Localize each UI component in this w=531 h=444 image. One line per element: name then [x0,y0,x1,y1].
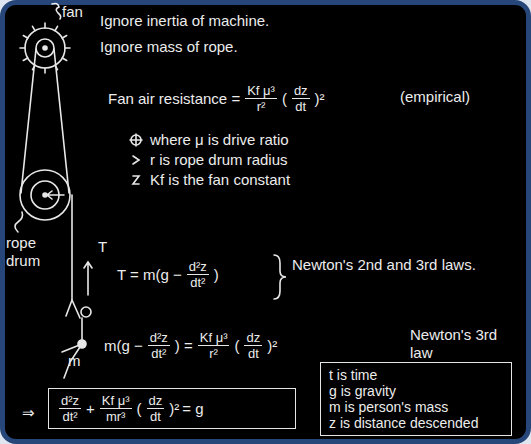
equation-term: dz [244,330,262,346]
fraction: Kf μ³r² [245,83,277,114]
equation-term: Kf μ³ [245,83,277,99]
fraction: d²zdt² [187,259,209,290]
equation-term: d²z [187,259,209,275]
fraction: Kf μ³r² [198,330,230,361]
fraction: d²zdt² [148,330,170,361]
definition: t is time [329,367,503,383]
equation-term: dt [148,409,163,424]
equation-term: ) [214,266,219,284]
equation-term: dt² [60,409,79,424]
equation-term: T = m(g − [117,266,182,284]
fraction: d²zdt² [59,393,81,424]
equation-term: )² [169,400,179,418]
equation-term: + [86,400,95,418]
equation-term: dz [292,83,310,99]
note: Newton's 3rd law [410,326,505,362]
equation-term: dt [293,99,308,114]
part-name: rope drum [6,234,46,270]
part-name: fan [62,3,83,21]
equation-term: Kf μ³ [198,330,230,346]
fraction: Kf μ³mr³ [100,393,132,424]
fraction: dzdt [244,330,262,361]
equation-row: m(g −d²zdt²) =Kf μ³r²(dzdt)² [104,330,277,361]
equation-term: Kf μ³ [100,393,132,409]
definition: where μ is drive ratio [150,131,289,149]
equation-term: r² [207,346,220,361]
definition: r is rope drum radius [150,151,288,169]
force-label: T [98,238,107,256]
definition: m is person's mass [329,399,503,415]
mass-label: m [68,352,81,370]
equation-term: d²z [59,393,81,409]
note: Ignore inertia of machine. [100,12,269,30]
equation-term: ( [282,90,287,108]
equation-term: ) = [175,337,193,355]
equation-row: T = m(g − d²zdt²) [117,259,219,290]
equation-row: Fan air resistance = Kf μ³r² ( dzdt )² [108,83,325,114]
equation-term: d²z [148,330,170,346]
definition: z is distance descended [329,415,503,431]
equation-term: )² [267,337,277,355]
equation-term: ( [234,337,239,355]
fraction: dzdt [147,393,165,424]
equation-term: dt² [149,346,168,361]
definition: g is gravity [329,383,503,399]
definition: Kf is the fan constant [150,171,290,189]
definitions-box: t is timeg is gravitym is person's massz… [320,362,512,436]
equation-term: m(g − [104,337,143,355]
equation-term: mr³ [104,409,128,424]
equation-term: dt² [188,275,207,290]
equation-term: )² [315,90,325,108]
equation-term: ( [137,400,142,418]
equation-row: d²zdt²+Kf μ³mr³(dzdt)²= g [57,393,287,424]
note: (empirical) [400,88,470,106]
equation-term: = g [182,400,203,418]
equation-term: Fan air resistance = [108,90,240,108]
implies-arrow: ⇒ [22,404,35,422]
note: Newton's 2nd and 3rd laws. [292,256,476,274]
fraction: dzdt [292,83,310,114]
equation-term: r² [255,99,268,114]
equation-term: dz [147,393,165,409]
note: Ignore mass of rope. [100,38,238,56]
equation-term: dt [246,346,261,361]
result-box: d²zdt²+Kf μ³mr³(dzdt)²= g [48,388,296,429]
